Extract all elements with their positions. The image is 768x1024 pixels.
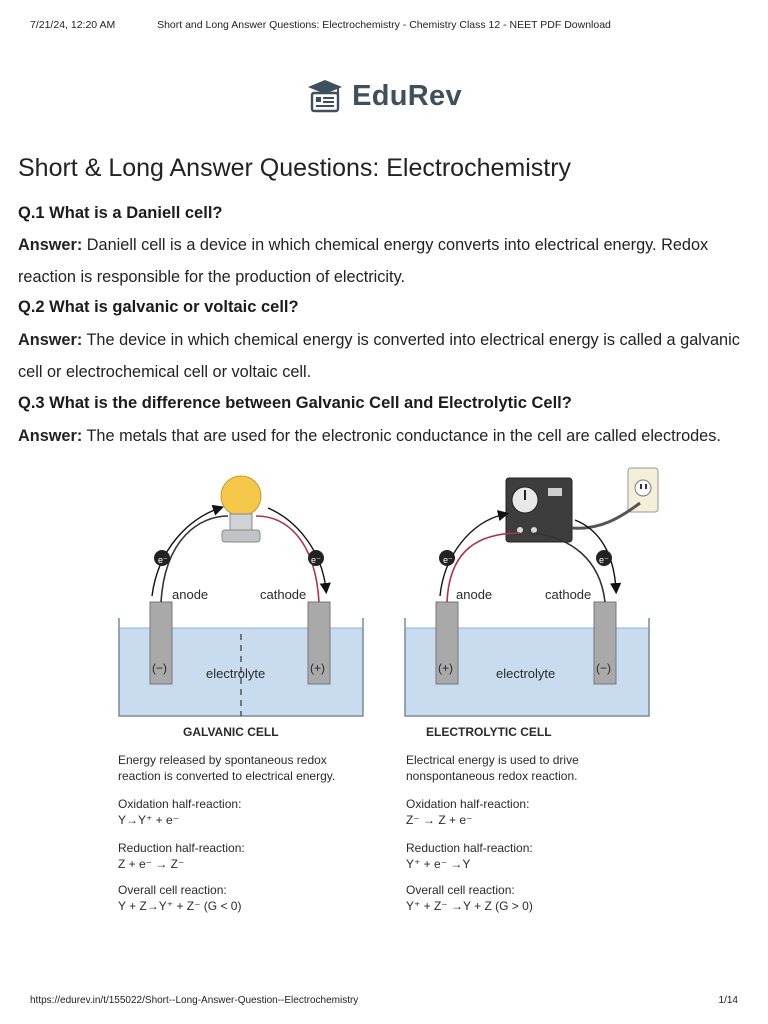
answer-1: Answer: Daniell cell is a device in whic… xyxy=(18,229,754,293)
logo-text: EduRev xyxy=(352,79,462,112)
power-supply-icon xyxy=(505,477,573,543)
answer-label: Answer: xyxy=(18,331,83,349)
print-title: Short and Long Answer Questions: Electro… xyxy=(157,19,611,31)
galvanic-title: GALVANIC CELL xyxy=(183,725,279,739)
question-3: Q.3 What is the difference between Galva… xyxy=(18,394,572,412)
question-1: Q.1 What is a Daniell cell? xyxy=(18,204,223,222)
print-date: 7/21/24, 12:20 AM xyxy=(30,19,116,31)
electrolytic-red-label: Reduction half-reaction: xyxy=(406,841,533,855)
galvanic-ox-eq: Y→Y⁺ + e⁻ xyxy=(118,813,180,827)
page-title: Short & Long Answer Questions: Electroch… xyxy=(18,154,572,182)
electrolytic-desc-2: nonspontaneous redox reaction. xyxy=(406,769,578,783)
answer-label: Answer: xyxy=(18,236,83,254)
galvanic-cell-diagram xyxy=(118,475,364,717)
electrolytic-cell-diagram xyxy=(404,467,659,717)
galvanic-cathode-label: cathode xyxy=(260,587,307,602)
galvanic-electron-left: e⁻ xyxy=(158,555,168,565)
question-2: Q.2 What is galvanic or voltaic cell? xyxy=(18,298,299,316)
answer-3: Answer: The metals that are used for the… xyxy=(18,420,754,452)
wall-outlet-icon xyxy=(627,467,659,513)
edurev-logo[interactable]: EduRev xyxy=(0,78,768,114)
galvanic-overall-label: Overall cell reaction: xyxy=(118,883,227,897)
galvanic-desc-2: reaction is converted to electrical ener… xyxy=(118,769,336,783)
electrolytic-ox-eq: Z⁻ → Z + e⁻ xyxy=(406,813,473,827)
electrolytic-electron-left: e⁻ xyxy=(443,555,453,565)
electrolytic-anode-sign: (+) xyxy=(438,661,453,675)
electrolytic-overall-eq: Y⁺ + Z⁻ →Y + Z (G > 0) xyxy=(406,899,533,913)
electrolytic-ox-label: Oxidation half-reaction: xyxy=(406,797,530,811)
answer-label: Answer: xyxy=(18,427,83,445)
galvanic-wire xyxy=(160,515,229,603)
answer-2: Answer: The device in which chemical ene… xyxy=(18,324,754,388)
electrolytic-desc-1: Electrical energy is used to drive xyxy=(406,753,579,767)
electrolytic-anode-label: anode xyxy=(456,587,493,602)
galvanic-anode-label: anode xyxy=(172,587,209,602)
galvanic-anode-sign: (−) xyxy=(152,661,167,675)
light-bulb-icon xyxy=(220,475,262,543)
galvanic-overall-eq: Y + Z→Y⁺ + Z⁻ (G < 0) xyxy=(118,899,242,913)
electrolytic-electrolyte-label: electrolyte xyxy=(496,666,556,681)
galvanic-electron-right: e⁻ xyxy=(311,555,321,565)
electrolytic-overall-label: Overall cell reaction: xyxy=(406,883,515,897)
answer-text: The metals that are used for the electro… xyxy=(86,427,721,445)
galvanic-red-label: Reduction half-reaction: xyxy=(118,841,245,855)
cell-comparison-figure xyxy=(118,467,659,717)
galvanic-desc-1: Energy released by spontaneous redox xyxy=(118,753,327,767)
answer-text: The device in which chemical energy is c… xyxy=(18,331,740,381)
electrolytic-cathode-label: cathode xyxy=(545,587,592,602)
footer-url: https://edurev.in/t/155022/Short--Long-A… xyxy=(30,995,359,1006)
electrolytic-cathode-sign: (−) xyxy=(596,661,611,675)
galvanic-electrolyte-label: electrolyte xyxy=(206,666,266,681)
electrolytic-beaker xyxy=(404,618,650,717)
footer-page-number: 1/14 xyxy=(718,995,738,1006)
graduation-cap-computer-icon xyxy=(308,80,343,113)
galvanic-cathode-sign: (+) xyxy=(310,661,325,675)
electrolytic-electron-right: e⁻ xyxy=(599,555,609,565)
galvanic-ox-label: Oxidation half-reaction: xyxy=(118,797,242,811)
answer-text: Daniell cell is a device in which chemic… xyxy=(18,236,709,286)
galvanic-red-eq: Z + e⁻ → Z⁻ xyxy=(118,857,185,871)
electrolytic-title: ELECTROLYTIC CELL xyxy=(426,725,552,739)
electrolytic-red-eq: Y⁺ + e⁻ →Y xyxy=(406,857,471,871)
